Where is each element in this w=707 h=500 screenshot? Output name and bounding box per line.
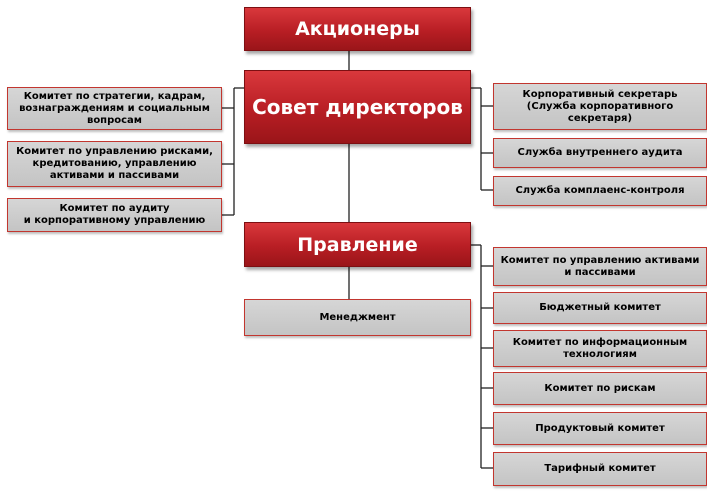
management-committee-label: Продуктовый комитет: [535, 422, 665, 434]
board-service-label: Служба внутреннего аудита: [517, 147, 683, 158]
board-committee-label: Комитет по стратегии, кадрам, вознагражд…: [19, 90, 210, 126]
management-committee-label: Комитет по управлению активами и пассива…: [500, 254, 700, 278]
shareholders-label: Акционеры: [295, 18, 420, 40]
board-of-directors-label: Совет директоров: [252, 95, 463, 119]
board-of-directors-box: Совет директоров: [244, 70, 471, 144]
board-committee-risk: Комитет по управлению рисками, кредитова…: [7, 141, 222, 187]
committee-alm: Комитет по управлению активами и пассива…: [493, 247, 707, 286]
management-label: Менеджмент: [319, 311, 396, 323]
management-committee-label: Комитет по рискам: [544, 382, 656, 394]
shareholders-box: Акционеры: [244, 7, 471, 51]
board-committee-label: Комитет по аудиту и корпоративному управ…: [23, 203, 206, 226]
management-board-label: Правление: [297, 233, 418, 256]
board-committee-audit: Комитет по аудиту и корпоративному управ…: [7, 198, 222, 232]
committee-tariff: Тарифный комитет: [493, 452, 707, 486]
management-committee-label: Тарифный комитет: [544, 463, 656, 474]
board-committee-strategy: Комитет по стратегии, кадрам, вознагражд…: [7, 87, 222, 130]
committee-budget: Бюджетный комитет: [493, 292, 707, 324]
management-box: Менеджмент: [244, 299, 471, 336]
corporate-secretary-box: Корпоративный секретарь (Служба корпорат…: [493, 83, 707, 130]
board-service-label: Служба комплаенс-контроля: [515, 185, 685, 196]
management-committee-label: Бюджетный комитет: [539, 302, 661, 313]
management-committee-label: Комитет по информационным технологиям: [512, 336, 688, 360]
committee-it: Комитет по информационным технологиям: [493, 330, 707, 367]
management-board-box: Правление: [244, 222, 471, 267]
internal-audit-box: Служба внутреннего аудита: [493, 138, 707, 168]
compliance-box: Служба комплаенс-контроля: [493, 176, 707, 206]
committee-risk: Комитет по рискам: [493, 372, 707, 405]
committee-product: Продуктовый комитет: [493, 412, 707, 445]
board-committee-label: Комитет по управлению рисками, кредитова…: [16, 146, 213, 181]
board-service-label: Корпоративный секретарь (Служба корпорат…: [522, 88, 678, 124]
